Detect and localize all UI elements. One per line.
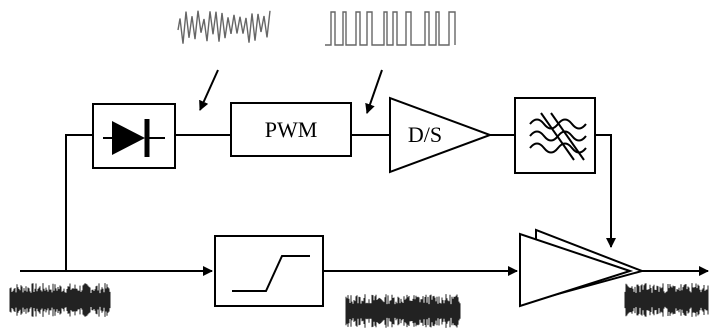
analog-pointer-arrow (199, 69, 219, 111)
adder-block (519, 228, 646, 308)
output-noise-signal (624, 283, 709, 317)
filter-adder-wire (595, 134, 616, 248)
input-noise-signal (9, 283, 111, 317)
pwm-pulse-icon (325, 11, 456, 46)
wiring (20, 134, 709, 276)
pwm-block: PWM (230, 102, 352, 157)
intermediate-noise-signal (345, 294, 461, 328)
analog-waveform-icon (177, 10, 271, 44)
driver-block: D/S (389, 96, 493, 174)
limiter-icon (232, 255, 310, 292)
pulse-pointer-arrow (365, 69, 383, 114)
limiter-block (214, 235, 324, 307)
upper-branch-wire (65, 134, 93, 271)
filter-icon (529, 112, 587, 161)
filter-block (514, 97, 596, 174)
driver-label: D/S (408, 122, 442, 147)
diode-icon (103, 119, 165, 157)
adder-icon (519, 228, 646, 308)
diode-block (92, 103, 176, 169)
pwm-label: PWM (265, 117, 318, 142)
